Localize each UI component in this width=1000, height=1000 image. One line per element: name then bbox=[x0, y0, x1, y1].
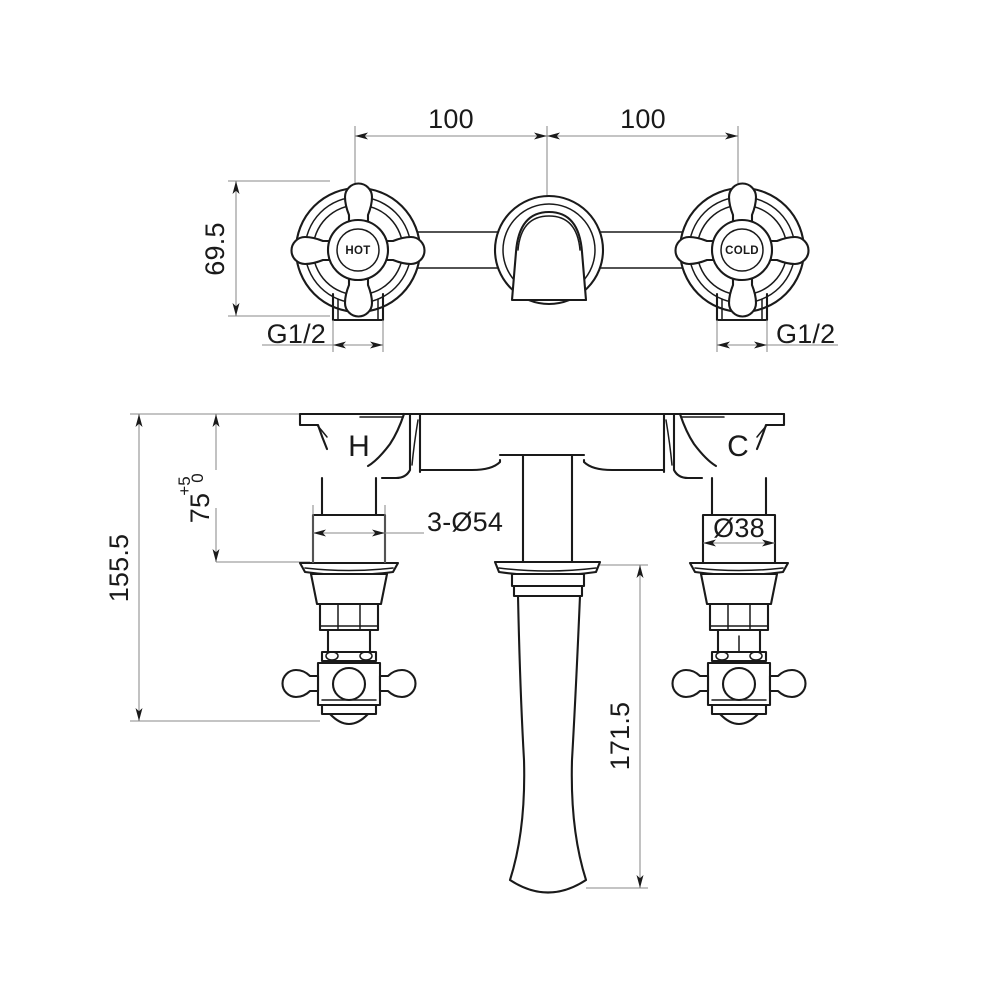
right-handle-hub-circle bbox=[721, 666, 757, 702]
front-elevation-view: 100 100 69.5 bbox=[200, 104, 838, 352]
side-body-left-wing bbox=[298, 412, 329, 451]
dim-label-spindle-tol-lower: 0 bbox=[188, 473, 207, 482]
left-handle-arm-east bbox=[378, 668, 417, 699]
left-handle-base-ring bbox=[320, 703, 378, 716]
left-handle-arm-west bbox=[281, 668, 320, 699]
dim-label-handle-height: 69.5 bbox=[200, 222, 230, 275]
right-washer-bead-a bbox=[715, 651, 729, 661]
side-riser-right-inner-line bbox=[665, 419, 673, 466]
spout-collar-ring-2 bbox=[512, 584, 584, 598]
dim-label-span-right: 100 bbox=[620, 104, 666, 134]
spout-cap-body bbox=[510, 210, 588, 302]
hot-handle-cap-label: HOT bbox=[345, 245, 370, 257]
right-hex-nut bbox=[708, 602, 770, 632]
hot-base-collar-inner bbox=[337, 298, 379, 321]
side-body-right-wing-chamfer bbox=[756, 424, 768, 438]
cold-base-collar-sides bbox=[715, 292, 769, 322]
cold-handle-cap-label: COLD bbox=[725, 245, 759, 257]
dim-label-spindle-height-group: 75 +5 0 bbox=[175, 473, 215, 523]
left-hex-nut bbox=[318, 602, 380, 632]
right-escutcheon-barrel bbox=[701, 513, 777, 565]
side-body-assembly: H C bbox=[298, 412, 786, 480]
left-shoulder bbox=[309, 572, 389, 606]
dimension-hole-spec-group: 3-Ø54 bbox=[312, 505, 503, 563]
left-handle-dome bbox=[328, 712, 370, 726]
dimension-handle-height-group: 69.5 bbox=[200, 180, 330, 317]
side-riser-left-curve bbox=[366, 412, 406, 468]
right-handle-dome bbox=[718, 712, 760, 726]
side-riser-right-outer bbox=[672, 412, 704, 480]
left-valve-stack bbox=[281, 476, 417, 726]
dim-label-span-left: 100 bbox=[428, 104, 474, 134]
spout-cap-highlight bbox=[517, 215, 581, 251]
left-handle-hub-circle bbox=[331, 666, 367, 702]
dimension-thread-right-group: G1/2 bbox=[716, 319, 838, 352]
right-handle-arm-east bbox=[768, 668, 807, 699]
dim-label-spindle-tol-upper: +5 bbox=[175, 476, 194, 495]
left-threaded-collar bbox=[326, 628, 372, 654]
cold-handle-cap bbox=[720, 228, 764, 272]
dimension-escutcheon-dia-group: Ø38 bbox=[703, 513, 775, 547]
side-body-right-wing bbox=[755, 412, 786, 451]
hot-handle: HOT bbox=[290, 182, 426, 322]
dim-label-thread-left: G1/2 bbox=[267, 319, 326, 349]
hot-marking-label: H bbox=[348, 430, 370, 463]
dim-label-spout-height: 171.5 bbox=[605, 702, 635, 771]
cold-handle: COLD bbox=[674, 182, 810, 322]
dimension-spout-height-group: 171.5 bbox=[586, 564, 648, 889]
side-riser-left-inner-line bbox=[411, 419, 419, 466]
hot-base-collar-sides bbox=[331, 292, 385, 322]
left-escutcheon-barrel bbox=[311, 513, 387, 565]
dimension-span-group: 100 100 bbox=[354, 104, 739, 215]
right-handle-base-ring bbox=[710, 703, 768, 716]
dim-label-escutcheon-dia: Ø38 bbox=[713, 513, 765, 543]
right-handle-arm-west bbox=[671, 668, 710, 699]
dim-label-thread-right: G1/2 bbox=[776, 319, 835, 349]
left-flange-inner bbox=[304, 567, 394, 572]
cold-base-collar-inner bbox=[721, 298, 763, 321]
side-riser-left-outer bbox=[380, 412, 412, 480]
right-valve-stack bbox=[671, 476, 807, 726]
side-body-left-wing-chamfer bbox=[316, 424, 328, 438]
side-elevation-view: 155.5 75 +5 0 bbox=[104, 412, 807, 894]
left-washer-bead-a bbox=[325, 651, 339, 661]
side-body-underside-left bbox=[418, 458, 502, 472]
dim-label-spindle-height: 75 bbox=[185, 493, 215, 523]
dim-label-overall-height: 155.5 bbox=[104, 534, 134, 603]
left-washer-bead-b bbox=[359, 651, 373, 661]
spout-flange-inner bbox=[498, 567, 597, 572]
right-washer-bead-b bbox=[749, 651, 763, 661]
side-riser-right-curve bbox=[678, 412, 718, 468]
dimension-thread-left-group: G1/2 bbox=[262, 319, 384, 352]
cold-marking-label: C bbox=[727, 430, 749, 463]
right-flange-inner bbox=[694, 567, 784, 572]
spout-cap-top-view bbox=[493, 194, 605, 306]
center-spout bbox=[493, 453, 602, 894]
side-body-underside-right bbox=[582, 458, 666, 472]
spout-collar-ring-1 bbox=[510, 572, 586, 588]
dim-label-hole-spec: 3-Ø54 bbox=[427, 507, 503, 537]
right-shoulder bbox=[699, 572, 779, 606]
hot-handle-cap bbox=[336, 228, 380, 272]
dimension-spindle-height-group: 75 +5 0 bbox=[175, 413, 310, 563]
spout-body bbox=[508, 594, 588, 894]
